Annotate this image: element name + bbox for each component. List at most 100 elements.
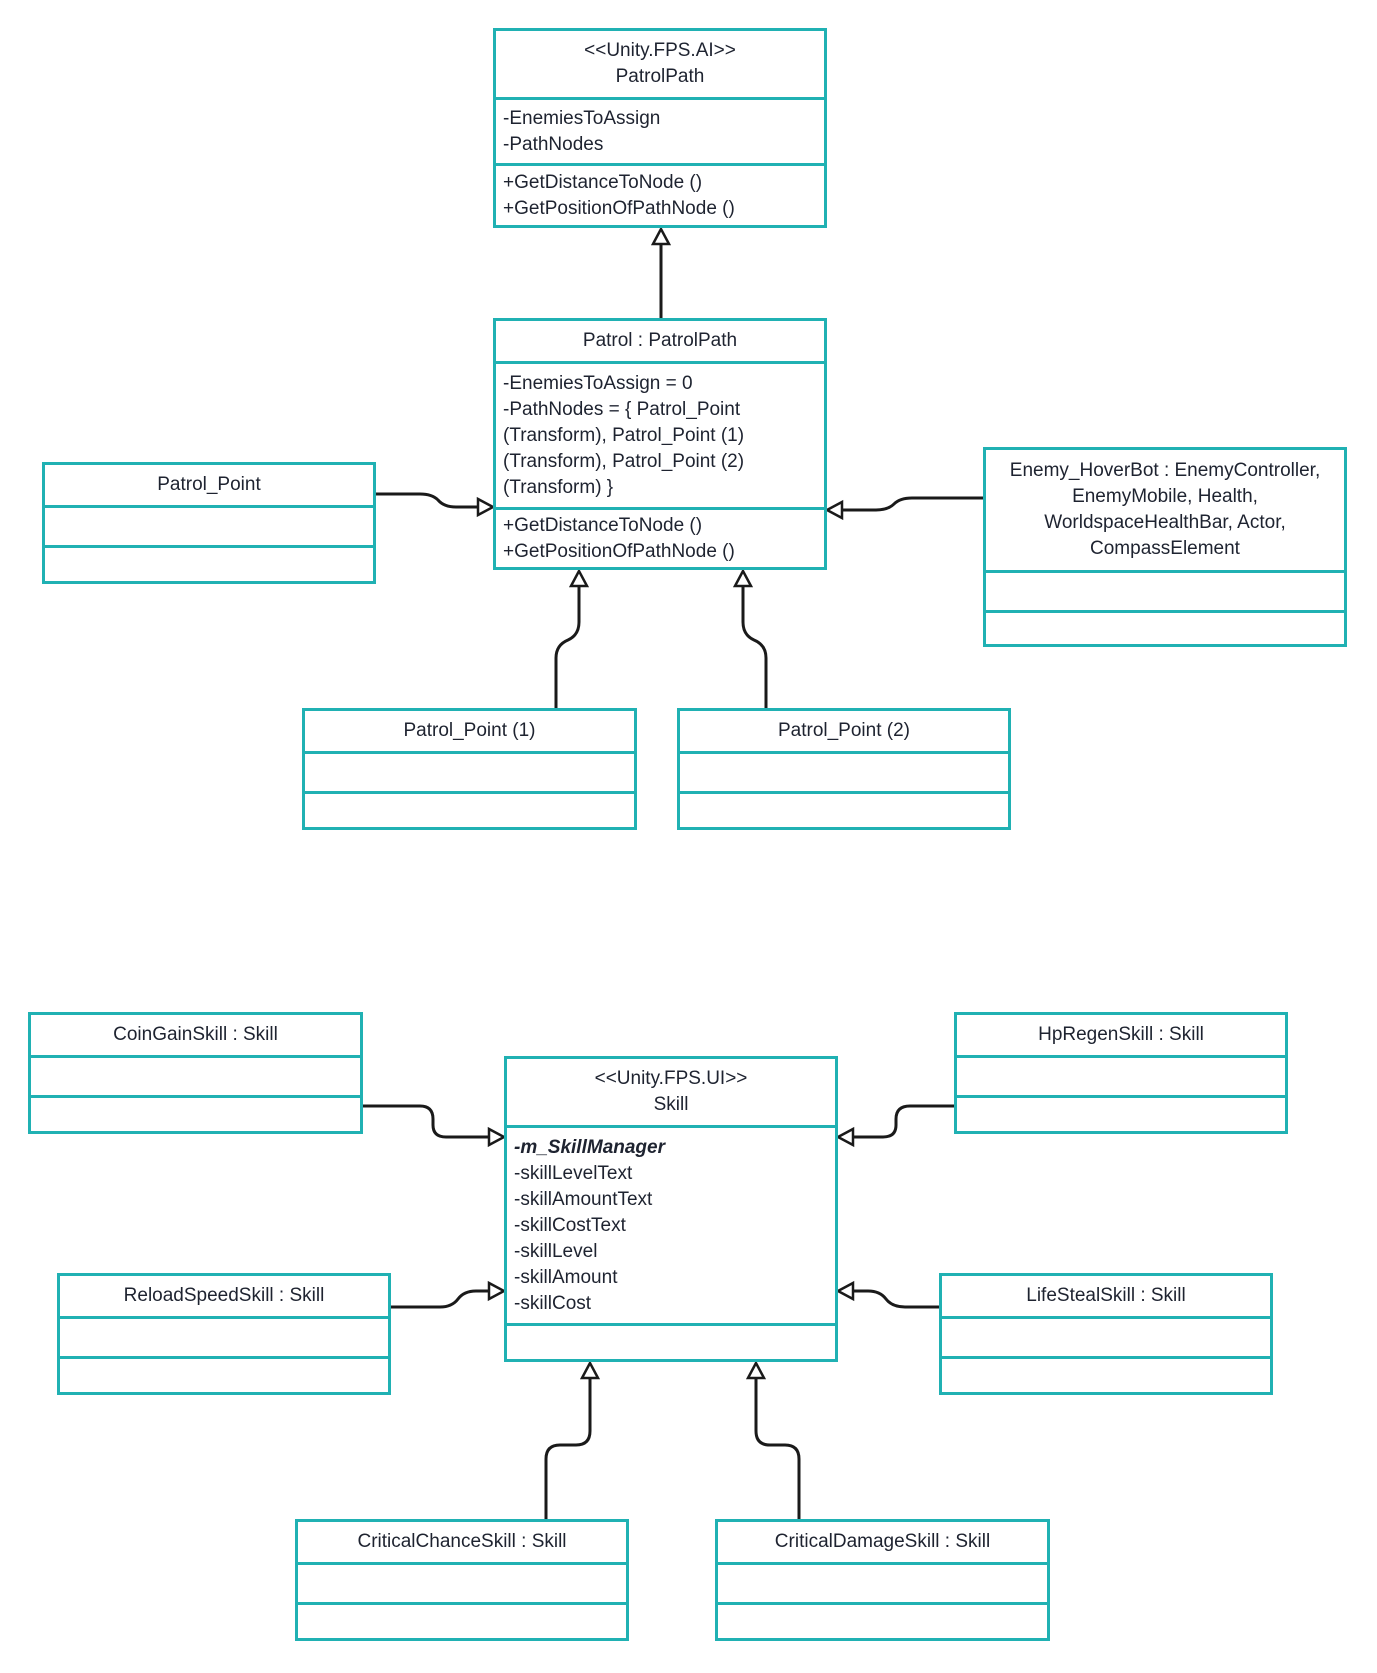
attribute: -skillLevel	[514, 1240, 598, 1262]
attributes-section	[60, 1316, 388, 1356]
attributes-section	[718, 1562, 1047, 1602]
class-header: Patrol : PatrolPath	[496, 321, 824, 361]
class-name: HpRegenSkill : Skill	[1038, 1024, 1204, 1045]
class-header: CriticalDamageSkill : Skill	[718, 1522, 1047, 1562]
attribute: -skillAmountText	[514, 1188, 653, 1210]
link-critical-chance-to-skill	[544, 1378, 592, 1519]
methods-section	[298, 1602, 626, 1638]
class-patrol-point[interactable]: Patrol_Point	[42, 462, 376, 584]
attribute: -EnemiesToAssign = 0	[503, 372, 693, 394]
class-name: Patrol_Point (1)	[403, 720, 536, 741]
generalization-arrowhead-icon	[835, 1280, 855, 1302]
class-header: HpRegenSkill : Skill	[957, 1015, 1285, 1055]
class-header: <<Unity.FPS.UI>> Skill	[507, 1059, 835, 1125]
class-reload-speed-skill[interactable]: ReloadSpeedSkill : Skill	[57, 1273, 391, 1395]
link-coin-gain-to-skill	[363, 1104, 489, 1139]
class-header: Enemy_HoverBot : EnemyController, EnemyM…	[986, 450, 1344, 570]
class-header: CriticalChanceSkill : Skill	[298, 1522, 626, 1562]
link-critical-damage-to-skill	[754, 1378, 801, 1519]
method: +GetPositionOfPathNode ()	[503, 540, 735, 562]
class-name: Patrol_Point (2)	[777, 720, 910, 741]
method: +GetDistanceToNode ()	[503, 171, 703, 193]
attributes-section: -m_SkillManager -skillLevelText -skillAm…	[507, 1125, 835, 1323]
class-critical-damage-skill[interactable]: CriticalDamageSkill : Skill	[715, 1519, 1050, 1641]
generalization-arrowhead-icon	[650, 226, 672, 246]
attribute: -skillAmount	[514, 1266, 618, 1288]
methods-section	[680, 791, 1008, 827]
attribute: -skillCostText	[514, 1214, 626, 1236]
stereotype-label: <<Unity.FPS.UI>>	[594, 1068, 748, 1089]
class-skill[interactable]: <<Unity.FPS.UI>> Skill -m_SkillManager -…	[504, 1056, 838, 1362]
class-critical-chance-skill[interactable]: CriticalChanceSkill : Skill	[295, 1519, 629, 1641]
class-name: Patrol : PatrolPath	[582, 330, 738, 351]
class-enemy-hoverbot[interactable]: Enemy_HoverBot : EnemyController, EnemyM…	[983, 447, 1347, 647]
attributes-section: -EnemiesToAssign = 0 -PathNodes = { Patr…	[496, 361, 824, 507]
generalization-arrowhead-icon	[487, 1280, 507, 1302]
class-name: LifeStealSkill : Skill	[1026, 1285, 1186, 1306]
class-name-line: EnemyMobile, Health,	[1072, 486, 1258, 507]
methods-section	[45, 545, 373, 581]
attributes-section	[986, 570, 1344, 610]
class-name: ReloadSpeedSkill : Skill	[123, 1285, 325, 1306]
link-patrol-point-2-to-patrol	[741, 586, 768, 708]
link-life-steal-to-skill	[853, 1289, 939, 1309]
class-name-line: WorldspaceHealthBar, Actor,	[1044, 512, 1286, 533]
stereotype-label: <<Unity.FPS.AI>>	[584, 40, 736, 61]
methods-section	[718, 1602, 1047, 1638]
attributes-section	[31, 1055, 360, 1095]
methods-section	[60, 1356, 388, 1392]
class-patrol[interactable]: Patrol : PatrolPath -EnemiesToAssign = 0…	[493, 318, 827, 570]
generalization-arrowhead-icon	[476, 496, 496, 518]
methods-section	[942, 1356, 1270, 1392]
attributes-section	[942, 1316, 1270, 1356]
attributes-section	[45, 505, 373, 545]
methods-section	[305, 791, 634, 827]
class-patrol-point-2[interactable]: Patrol_Point (2)	[677, 708, 1011, 830]
class-coin-gain-skill[interactable]: CoinGainSkill : Skill	[28, 1012, 363, 1134]
class-header: Patrol_Point (2)	[680, 711, 1008, 751]
methods-section: +GetDistanceToNode () +GetPositionOfPath…	[496, 163, 824, 225]
link-hp-regen-to-skill	[853, 1104, 954, 1139]
generalization-arrowhead-icon	[824, 499, 844, 521]
link-patrol-point-to-patrol	[376, 492, 478, 509]
attribute: -PathNodes	[503, 133, 604, 155]
class-name: CoinGainSkill : Skill	[113, 1024, 278, 1045]
attribute: -EnemiesToAssign	[503, 107, 661, 129]
class-patrol-point-1[interactable]: Patrol_Point (1)	[302, 708, 637, 830]
class-hp-regen-skill[interactable]: HpRegenSkill : Skill	[954, 1012, 1288, 1134]
class-life-steal-skill[interactable]: LifeStealSkill : Skill	[939, 1273, 1273, 1395]
attribute: (Transform), Patrol_Point (2)	[503, 450, 745, 472]
attribute: -skillLevelText	[514, 1162, 633, 1184]
attribute: (Transform) }	[503, 476, 614, 498]
methods-section	[986, 610, 1344, 644]
class-name: PatrolPath	[615, 66, 705, 87]
class-header: ReloadSpeedSkill : Skill	[60, 1276, 388, 1316]
class-name: CriticalDamageSkill : Skill	[774, 1531, 991, 1552]
generalization-arrowhead-icon	[732, 568, 754, 588]
attributes-section	[305, 751, 634, 791]
attribute: -PathNodes = { Patrol_Point	[503, 398, 741, 420]
class-header: Patrol_Point	[45, 465, 373, 505]
generalization-arrowhead-icon	[487, 1126, 507, 1148]
class-name: Patrol_Point	[157, 474, 261, 495]
methods-section	[31, 1095, 360, 1131]
link-reload-speed-to-skill	[391, 1289, 489, 1309]
attributes-section	[957, 1055, 1285, 1095]
attribute: -skillCost	[514, 1292, 592, 1314]
generalization-arrowhead-icon	[579, 1360, 601, 1380]
methods-section	[957, 1095, 1285, 1131]
class-header: LifeStealSkill : Skill	[942, 1276, 1270, 1316]
link-hoverbot-to-patrol	[842, 496, 983, 512]
class-header: <<Unity.FPS.AI>> PatrolPath	[496, 31, 824, 97]
methods-section	[507, 1323, 835, 1359]
generalization-arrowhead-icon	[568, 568, 590, 588]
method: +GetDistanceToNode ()	[503, 514, 703, 536]
class-name: Skill	[653, 1094, 689, 1115]
attribute: (Transform), Patrol_Point (1)	[503, 424, 745, 446]
methods-section: +GetDistanceToNode () +GetPositionOfPath…	[496, 507, 824, 567]
generalization-arrowhead-icon	[835, 1126, 855, 1148]
class-patrolpath[interactable]: <<Unity.FPS.AI>> PatrolPath -EnemiesToAs…	[493, 28, 827, 228]
attributes-section	[680, 751, 1008, 791]
